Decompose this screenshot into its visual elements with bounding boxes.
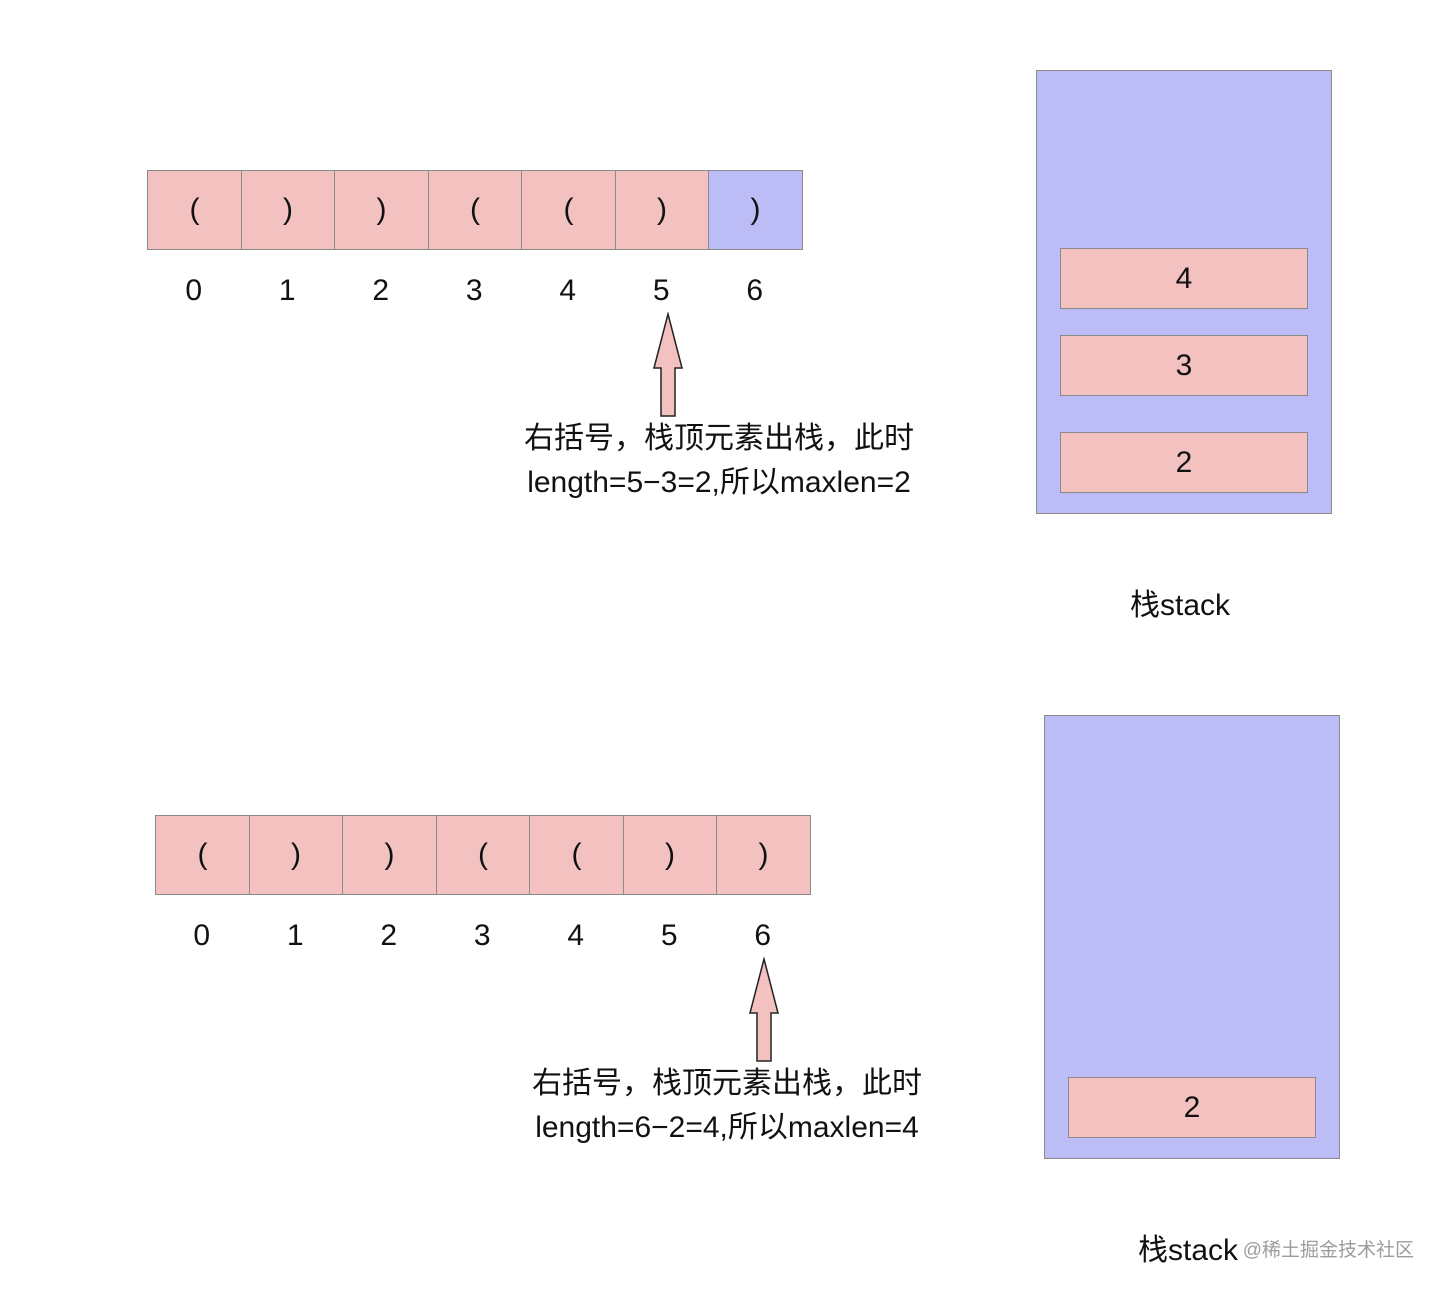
index-label: 1	[278, 274, 296, 307]
watermark: @稀土掘金技术社区	[1242, 1240, 1414, 1261]
array-cell-5: )	[614, 170, 710, 250]
array-cell-6-current: )	[708, 170, 803, 250]
array-cell-3: (	[435, 815, 531, 895]
stack-item: 4	[1060, 248, 1308, 309]
index-label: 6	[754, 919, 772, 952]
pointer-arrow-icon	[653, 312, 683, 417]
stack-item: 2	[1060, 432, 1308, 493]
note-line-2: length=5−3=2,所以maxlen=2	[527, 466, 911, 499]
stack-label: 栈stack	[1130, 589, 1231, 622]
index-row: 0 1 2 3 4 5 6	[147, 274, 802, 308]
index-label: 5	[652, 274, 670, 307]
diagram-step-1: ( ) ) ( ( ) ) 0 1 2 3 4 5 6 右括号，栈顶元素出栈，此…	[147, 70, 1332, 622]
array-cell-1: )	[248, 815, 344, 895]
index-label: 4	[559, 274, 577, 307]
stack-item: 2	[1068, 1077, 1316, 1138]
bracket-array: ( ) ) ( ( ) )	[155, 815, 811, 895]
stack-label: 栈stack	[1138, 1234, 1239, 1267]
diagram-step-2: ( ) ) ( ( ) ) 0 1 2 3 4 5 6 右括号，栈顶元素出栈，此…	[0, 645, 1446, 1293]
pointer-arrow-icon	[749, 957, 779, 1062]
stack-item: 3	[1060, 335, 1308, 396]
note-line-2: length=6−2=4,所以maxlen=4	[535, 1111, 919, 1144]
index-label: 1	[286, 919, 304, 952]
index-label: 6	[746, 274, 764, 307]
index-label: 0	[185, 274, 203, 307]
array-cell-6: )	[716, 815, 811, 895]
bracket-array: ( ) ) ( ( ) )	[147, 170, 803, 250]
index-label: 3	[465, 274, 483, 307]
index-label: 3	[473, 919, 491, 952]
array-cell-2: )	[342, 815, 437, 895]
array-cell-5: )	[622, 815, 718, 895]
array-cell-0: (	[147, 170, 242, 250]
step-note: 右括号，栈顶元素出栈，此时 length=6−2=4,所以maxlen=4	[513, 1062, 941, 1150]
array-cell-1: )	[240, 170, 336, 250]
array-cell-2: )	[334, 170, 429, 250]
index-label: 0	[193, 919, 211, 952]
note-line-1: 右括号，栈顶元素出栈，此时	[532, 1067, 922, 1100]
index-label: 5	[660, 919, 678, 952]
note-line-1: 右括号，栈顶元素出栈，此时	[524, 422, 914, 455]
array-cell-4: (	[529, 815, 624, 895]
index-row: 0 1 2 3 4 5 6	[155, 919, 810, 953]
array-cell-4: (	[521, 170, 616, 250]
step-note: 右括号，栈顶元素出栈，此时 length=5−3=2,所以maxlen=2	[505, 417, 933, 505]
stack-container: 4 3 2	[1036, 70, 1332, 514]
index-label: 2	[372, 274, 390, 307]
array-cell-0: (	[155, 815, 250, 895]
stack-container: 2	[1044, 715, 1340, 1159]
array-cell-3: (	[427, 170, 523, 250]
index-label: 2	[380, 919, 398, 952]
index-label: 4	[567, 919, 585, 952]
